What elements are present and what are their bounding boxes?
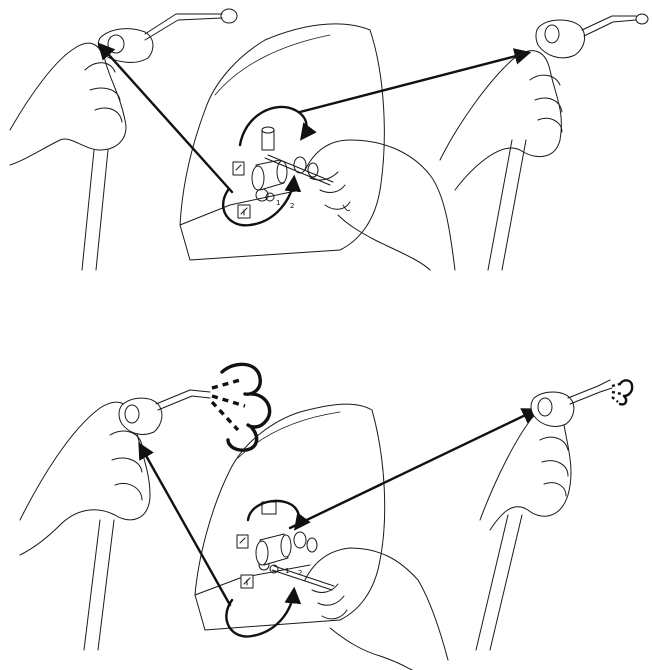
top-machine: 1 2 bbox=[180, 24, 384, 260]
spray-cloud bbox=[212, 364, 270, 450]
bottom-arrow-to-right-nozzle bbox=[290, 410, 536, 528]
top-arrow-to-right-nozzle bbox=[300, 53, 528, 112]
top-left-hand-with-nozzle bbox=[10, 9, 237, 270]
bottom-machine: 1 2 bbox=[195, 404, 385, 630]
nozzle-tip bbox=[108, 35, 124, 53]
bottom-panel: 1 2 bbox=[20, 364, 632, 670]
svg-text:2: 2 bbox=[290, 202, 294, 210]
top-right-hand-with-nozzle bbox=[440, 14, 648, 270]
spray-puff-small bbox=[612, 380, 632, 404]
bottom-right-hand-with-nozzle bbox=[476, 380, 612, 650]
svg-text:1: 1 bbox=[276, 199, 280, 207]
top-panel: 1 2 bbox=[10, 9, 648, 270]
top-arrow-to-left-nozzle bbox=[100, 45, 232, 192]
svg-text:2: 2 bbox=[298, 569, 302, 577]
bottom-hand-with-tool bbox=[272, 548, 448, 670]
bottom-arrow-to-left-nozzle bbox=[140, 445, 230, 605]
